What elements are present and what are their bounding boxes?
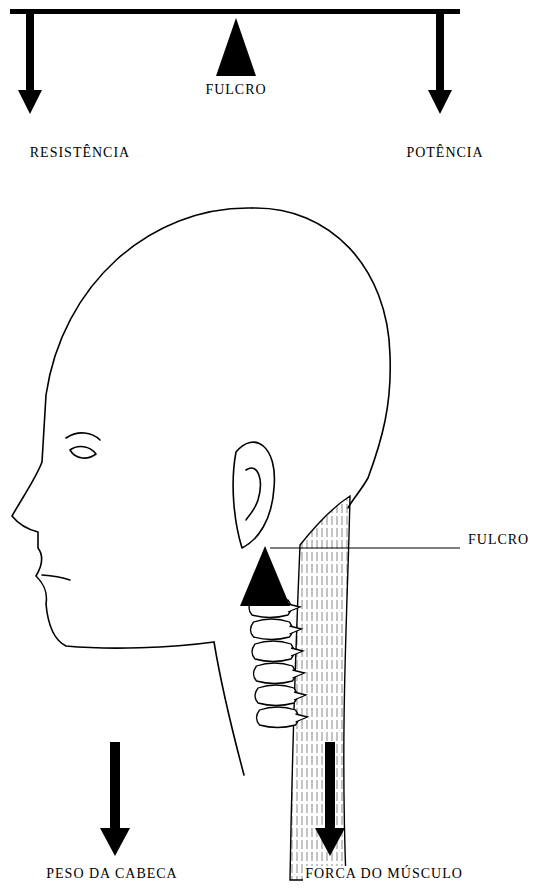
fulcrum-triangle: [216, 18, 256, 76]
eyebrow: [66, 433, 100, 440]
eye: [70, 447, 96, 459]
cervical-spine: [249, 597, 308, 728]
power-label: POTÊNCIA: [404, 145, 485, 161]
ear-inner: [246, 468, 260, 520]
head-weight-arrow: [100, 742, 130, 856]
power-arrow: [428, 14, 452, 114]
vertebra: [252, 641, 294, 662]
ear: [233, 442, 274, 548]
neck-muscle: [290, 496, 350, 880]
spinous-process: [293, 670, 305, 678]
spinous-process: [294, 692, 306, 700]
spinous-process: [288, 604, 300, 612]
vertebra: [254, 663, 296, 684]
spinous-process: [291, 648, 303, 656]
muscle-force-arrow: [315, 742, 345, 856]
muscle-force-label: FORCA DO MÚSCULO: [303, 866, 465, 882]
vertebra: [255, 685, 297, 706]
fulcrum-label: FULCRO: [466, 532, 531, 548]
fulcrum-triangle: [240, 546, 290, 606]
resistance-label: RESISTÊNCIA: [28, 145, 132, 161]
vertebra: [257, 707, 299, 728]
lever-bar: [10, 9, 460, 14]
head-weight-label: PESO DA CABECA: [44, 866, 179, 882]
vertebra: [251, 619, 293, 640]
spinous-process: [290, 626, 302, 634]
spinous-process: [296, 714, 308, 722]
mouth: [42, 575, 70, 580]
fulcrum-label: FULCRO: [203, 82, 268, 98]
throat-line: [214, 642, 244, 775]
leader-line: [270, 547, 460, 548]
resistance-arrow: [18, 14, 42, 114]
